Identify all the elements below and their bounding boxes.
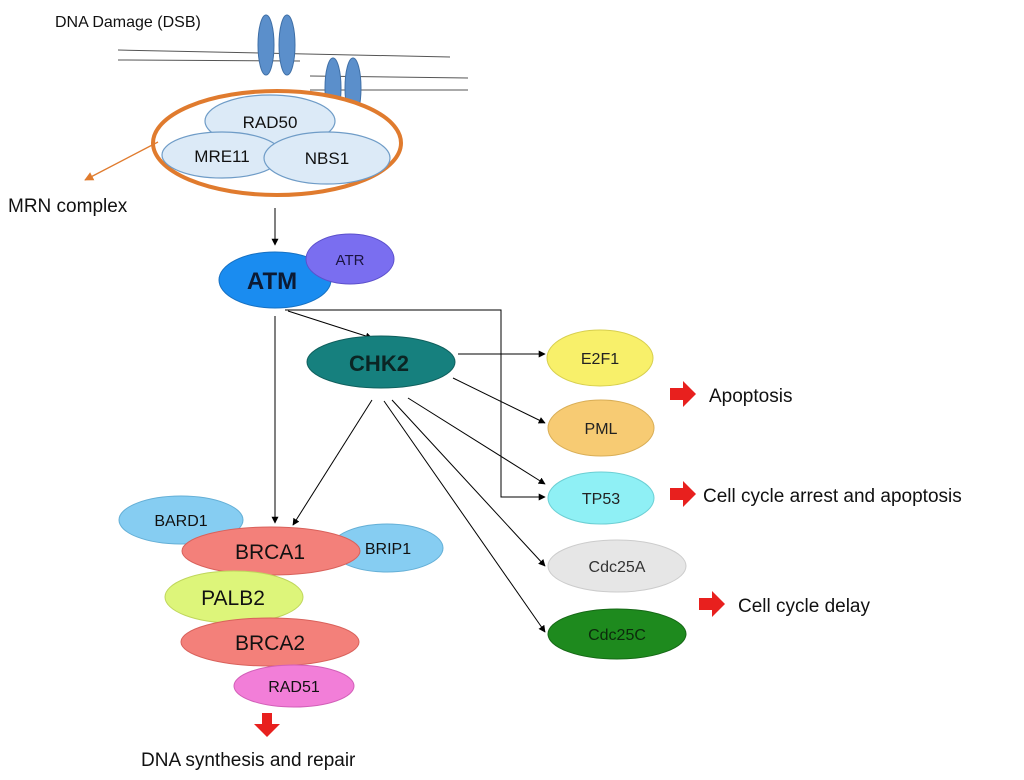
chk2-targets: E2F1 PML TP53 Cdc25A Cdc25C <box>546 329 687 660</box>
pathway-arrows <box>271 208 546 633</box>
dna-damage-label: DNA Damage (DSB) <box>55 14 201 31</box>
cdc25c-node <box>547 608 687 660</box>
brca1-label: BRCA1 <box>235 541 305 564</box>
repair-label: DNA synthesis and repair <box>141 750 356 771</box>
arrow-atm-to-tp53 <box>285 309 546 501</box>
outcomes: Apoptosis Cell cycle arrest and apoptosi… <box>670 381 962 617</box>
arrow-chk2-to-brca1 <box>292 399 373 526</box>
pml-node <box>547 399 655 457</box>
e2f1-label: E2F1 <box>581 351 619 368</box>
brip1-label: BRIP1 <box>365 541 411 558</box>
palb2-label: PALB2 <box>201 587 265 610</box>
arrow-chk2-to-cdc25c <box>383 400 546 633</box>
brca2-label: BRCA2 <box>235 632 305 655</box>
mrn-complex-label: MRN complex <box>8 196 128 217</box>
atm-label: ATM <box>247 268 297 295</box>
arrow-chk2-to-cdc25a <box>391 399 546 567</box>
nbs1-label: NBS1 <box>305 149 349 168</box>
brca2-node <box>180 617 360 667</box>
delay-label: Cell cycle delay <box>738 596 870 617</box>
arrow-atm-to-chk2 <box>287 310 373 340</box>
nbs1-node <box>263 131 391 185</box>
dna-protein-2 <box>278 14 296 76</box>
rad51-label: RAD51 <box>268 679 320 696</box>
chk2-node <box>306 335 456 389</box>
mrn-complex-pointer <box>84 141 159 181</box>
chk2-label: CHK2 <box>349 351 409 376</box>
mrn-subunits: RAD50 MRE11 NBS1 <box>161 94 391 185</box>
arrest-apoptosis-arrow-icon <box>670 481 696 507</box>
cdc25a-label: Cdc25A <box>589 559 646 576</box>
repair-complex: BARD1 BRCA1 BRIP1 PALB2 BRCA2 RAD51 <box>118 495 444 708</box>
dna-protein-1 <box>257 14 275 76</box>
rad51-node <box>233 664 355 708</box>
rad50-label: RAD50 <box>243 113 298 132</box>
apoptosis-arrow-icon <box>670 381 696 407</box>
arrest-apoptosis-label: Cell cycle arrest and apoptosis <box>703 486 962 507</box>
mre11-label: MRE11 <box>194 147 249 166</box>
repair-arrow-icon <box>254 713 280 737</box>
bard1-label: BARD1 <box>154 513 207 530</box>
arrow-chk2-to-pml <box>452 377 546 424</box>
arrow-chk2-to-tp53 <box>407 397 546 485</box>
kinases: ATM ATR CHK2 <box>218 233 456 389</box>
apoptosis-label: Apoptosis <box>709 386 792 407</box>
tp53-label: TP53 <box>582 491 620 508</box>
e2f1-node <box>546 329 654 387</box>
pml-label: PML <box>585 421 618 438</box>
delay-arrow-icon <box>699 591 725 617</box>
cdc25c-label: Cdc25C <box>588 627 646 644</box>
cdc25a-node <box>547 539 687 593</box>
atr-node <box>305 233 395 285</box>
tp53-node <box>547 471 655 525</box>
bard1-node <box>118 495 244 545</box>
atr-label: ATR <box>336 252 365 269</box>
